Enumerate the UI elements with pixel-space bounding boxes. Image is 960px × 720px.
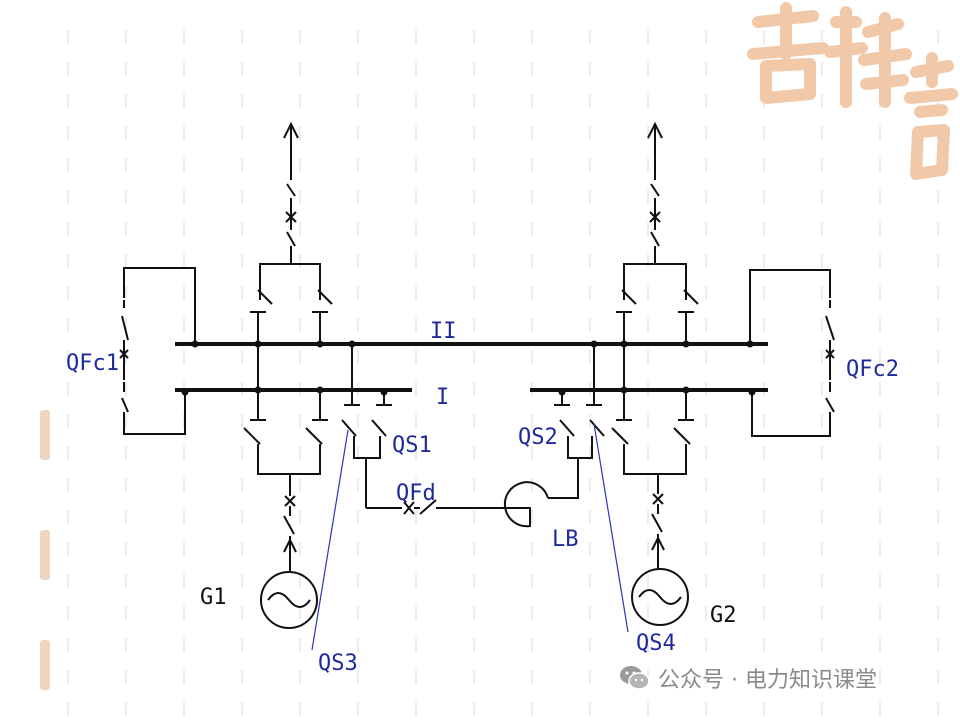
label-g2: G2 [710,603,737,628]
bus-coupler-qfc1 [119,267,199,435]
watermark-logo: 吉祥意 [747,2,958,180]
bypass-right-qs2-qs4 [554,340,605,459]
label-g1: G1 [200,585,227,610]
generator-g1-bay [243,340,328,629]
label-qfc2: QFc2 [846,357,899,382]
wechat-account-footer: 公众号 · 电力知识课堂 [618,662,877,694]
reactor-lb [503,458,579,528]
left-outgoing-feeder [250,121,333,394]
label-qs4: QS4 [636,631,676,656]
label-qs1: QS1 [392,433,432,458]
label-qs3: QS3 [318,651,358,676]
qs3-leader-line [311,429,349,651]
footer-text: 公众号 · 电力知识课堂 [658,668,877,693]
label-qs2: QS2 [518,425,558,450]
bus-coupler-qfc2 [746,269,835,437]
label-bus-I: I [436,385,449,410]
label-qfc1: QFc1 [66,351,119,376]
side-marks [40,410,50,690]
bypass-left-qs1-qs3 [341,340,508,515]
label-bus-II: II [430,319,457,344]
label-qfd: QFd [396,481,436,506]
label-lb: LB [552,527,579,552]
generator-g2-bay [611,340,694,626]
qs4-leader-line [593,423,629,633]
wechat-icon [620,666,650,690]
right-outgoing-feeder [616,121,699,394]
